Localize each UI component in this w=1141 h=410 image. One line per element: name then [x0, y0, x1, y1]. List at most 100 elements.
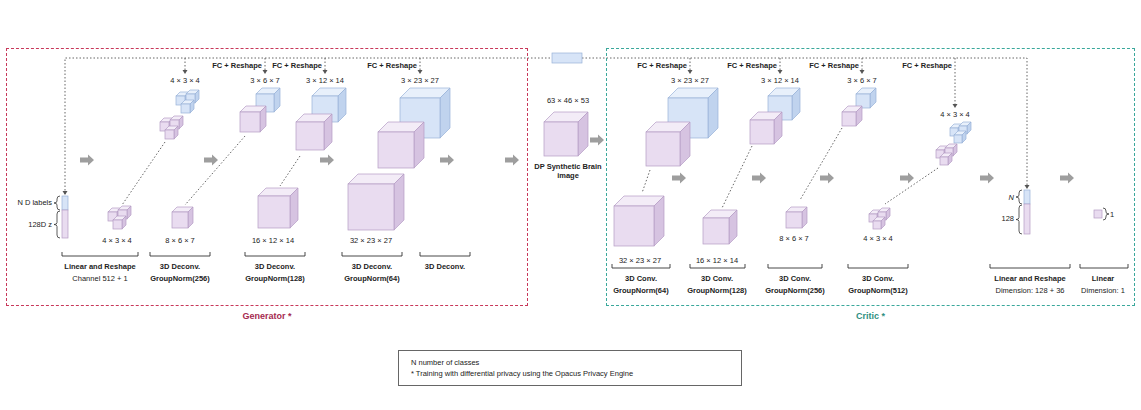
cube-front [378, 132, 414, 168]
cube-front [165, 130, 174, 139]
cube-front [750, 120, 774, 144]
stage-link [280, 156, 300, 186]
cube-side [174, 126, 178, 139]
layer-detail: GroupNorm(128) [687, 286, 747, 295]
cube-side [708, 88, 718, 138]
dimension-label: 32 × 23 × 27 [350, 236, 392, 245]
cube-side [338, 88, 346, 122]
label-embedding [552, 53, 582, 63]
note-text: N number of classes [411, 357, 729, 368]
cube-side [274, 88, 280, 112]
cube-side [948, 153, 952, 165]
cube-side [856, 106, 862, 126]
cube-side [967, 122, 971, 134]
cube-front [544, 122, 578, 156]
region-title: Generator * [7, 311, 527, 321]
dimension-label: 63 × 46 × 53 [532, 96, 604, 105]
cube-side [729, 210, 737, 244]
fc-feed-line [690, 58, 691, 71]
layer-detail: GroupNorm(256) [150, 274, 210, 283]
noise-vector [62, 210, 68, 238]
layer-label: 3D Deconv. [255, 262, 295, 271]
flow-arrow [672, 173, 686, 184]
dimension-label: 4 × 3 × 4 [170, 76, 200, 85]
dimension-label: 3 × 6 × 7 [847, 76, 877, 85]
layer-bracket [245, 252, 305, 256]
layer-detail: Channel 512 + 1 [72, 274, 127, 283]
cube-side [127, 206, 131, 219]
cube-front [786, 212, 802, 228]
fc-label: FC + Reshape [809, 61, 859, 70]
vector-label: N [1009, 193, 1014, 202]
layer-bracket [62, 252, 138, 256]
label-feed-line [582, 58, 1027, 186]
layer-detail: GroupNorm(512) [848, 286, 908, 295]
layer-detail: GroupNorm(256) [765, 286, 825, 295]
layer-bracket [150, 252, 210, 256]
layer-detail: Dimension: 128 + 36 [995, 286, 1064, 295]
critic-region: Critic * [606, 48, 1135, 306]
cube-side [578, 112, 588, 156]
cube-side [440, 88, 450, 138]
vector-label: 1 [1110, 210, 1114, 219]
cube-side [774, 112, 782, 144]
layer-bracket [768, 264, 822, 268]
label-vector [62, 196, 68, 210]
input-label: N D labels [17, 198, 52, 207]
dotted-arrowhead [323, 70, 328, 74]
cube-side [886, 208, 890, 220]
label-feed-line [65, 58, 552, 194]
fc-label: FC + Reshape [272, 61, 322, 70]
dimension-label: 16 × 12 × 14 [696, 256, 738, 265]
cube-front [113, 220, 122, 229]
cube-front [172, 212, 188, 228]
note-text: * Training with differential privacy usi… [411, 368, 729, 379]
cube-side [802, 207, 807, 228]
stage-link [185, 136, 245, 205]
dimension-label: 4 × 3 × 4 [863, 234, 893, 243]
layer-label: 3D Conv. [779, 274, 811, 283]
layer-bracket [990, 264, 1070, 268]
flow-arrow [1060, 173, 1074, 184]
dotted-arrowhead [63, 191, 68, 195]
dotted-arrowhead [418, 70, 423, 74]
fc-feed-line [265, 58, 266, 71]
cube-front [703, 218, 729, 244]
curly-brace [1016, 205, 1022, 234]
cube-front [614, 206, 654, 246]
dimension-label: 3 × 23 × 27 [671, 76, 709, 85]
flow-arrow [820, 173, 834, 184]
fc-feed-line [185, 58, 186, 71]
layer-detail: GroupNorm(64) [344, 274, 399, 283]
cube-side [290, 188, 298, 228]
layer-label: Linear and Reshape [994, 274, 1065, 283]
stage-link [885, 168, 938, 204]
cube-side [414, 122, 424, 168]
layer-label: 3D Deconv. [160, 262, 200, 271]
cube-side [195, 90, 199, 103]
cube-side [260, 106, 266, 132]
layer-detail: Dimension: 1 [1081, 286, 1125, 295]
layer-bracket [342, 252, 402, 256]
dotted-arrowhead [183, 70, 188, 74]
layer-label: 3D Conv. [701, 274, 733, 283]
curly-brace [54, 211, 60, 238]
region-title: Critic * [607, 311, 1134, 321]
layer-detail: GroupNorm(64) [613, 286, 668, 295]
stage-link [800, 128, 842, 200]
dotted-arrowhead [688, 70, 693, 74]
fc-feed-line [325, 58, 326, 71]
dimension-label: 3 × 12 × 14 [306, 76, 344, 85]
fc-label: FC + Reshape [727, 61, 777, 70]
dimension-label: 4 × 3 × 4 [102, 236, 132, 245]
cube-side [188, 207, 193, 228]
flow-arrow [505, 155, 519, 166]
layer-label: 3D Deconv. [425, 262, 465, 271]
dotted-arrowhead [953, 104, 958, 108]
dimension-label: 3 × 6 × 7 [250, 76, 280, 85]
cube-front [240, 112, 260, 132]
layer-bracket [420, 252, 470, 256]
cube-side [792, 88, 800, 120]
layer-label: Linear and Reshape [64, 262, 135, 271]
